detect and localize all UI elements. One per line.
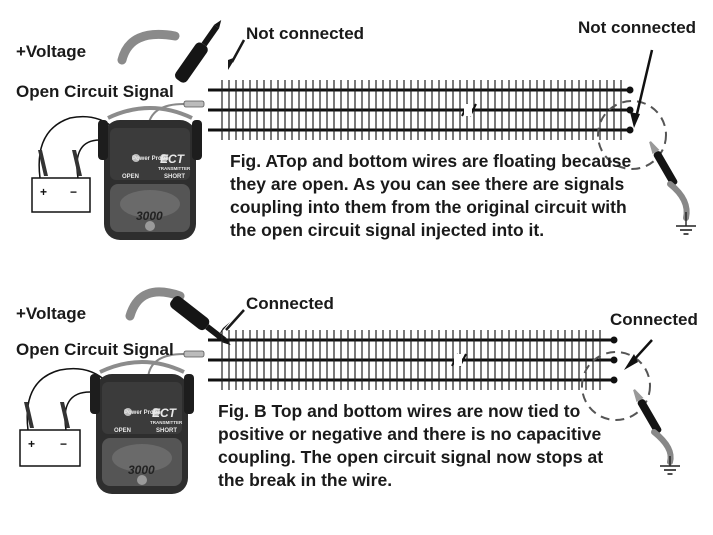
label-open-circuit-signal-b: Open Circuit Signal [16,340,174,359]
figure-b [19,287,681,496]
battery-b-plus: + [28,437,35,451]
label-voltage-a: +Voltage [16,42,87,61]
battery-b [19,367,121,467]
caption-b-line: Fig. B Top and bottom wires are now tied… [218,401,581,421]
device-a-mode-right: SHORT [164,174,185,180]
voltage-plug-a [175,19,222,83]
voltage-cable-b [125,287,185,321]
device-b-model: ECT [152,406,178,420]
battery-a-plus: + [40,185,47,199]
battery-a-minus: − [70,185,77,199]
arrow-connected-left-b [225,309,245,331]
voltage-cable-a [117,29,180,65]
device-b-brand: Power Probe [124,410,161,416]
caption-b: Fig. B Top and bottom wires are now tied… [218,400,603,492]
device-a-model: ECT [160,152,186,166]
voltage-plug-b [170,296,231,346]
ground-symbol-b [659,465,681,475]
label-not-connected-right-a: Not connected [578,18,697,37]
device-a-labels: Power Probe ECT TRANSMITTER OPEN SHORT 3… [40,152,191,223]
dashed-circle-b [581,351,651,421]
device-b-mode-right: SHORT [156,428,177,434]
arrow-not-connected-right-a [634,49,654,119]
caption-b-line: positive or negative and there is no cap… [218,424,602,444]
label-open-circuit-signal-a: Open Circuit Signal [16,82,174,101]
device-a-brand: Power Probe [132,156,169,162]
wire-bundle-a [208,80,634,140]
caption-a-line: they are open. As you can see there are … [230,174,625,194]
wire-bundle-b [208,330,618,390]
caption-b-line: coupling. The open circuit signal now st… [218,447,604,467]
label-not-connected-left-a: Not connected [246,24,365,43]
caption-a: Fig. ATop and bottom wires are floating … [230,150,631,242]
device-b-mode-left: OPEN [114,428,131,434]
dashed-circle-a [597,100,667,170]
device-b-labels: Power Probe ECT TRANSMITTER OPEN SHORT 3… [28,406,183,477]
device-b-sub: TRANSMITTER [150,420,183,425]
caption-a-line: coupling into them from the original cir… [230,197,627,217]
ground-symbol-a [675,225,697,235]
caption-b-line: the break in the wire. [218,470,393,490]
probe-b [630,387,663,435]
caption-a-line: the open circuit signal injected into it… [230,220,545,240]
device-a-sub: TRANSMITTER [158,166,191,171]
device-a-number: 3000 [136,209,163,223]
label-voltage-b: +Voltage [16,304,87,323]
device-b-number: 3000 [128,463,155,477]
caption-a-line: Fig. ATop and bottom wires are floating … [230,151,632,171]
battery-b-minus: − [60,437,67,451]
label-connected-right-b: Connected [610,310,698,329]
label-connected-left-b: Connected [246,294,334,313]
figure-a [31,19,697,242]
device-a-mode-left: OPEN [122,174,139,180]
